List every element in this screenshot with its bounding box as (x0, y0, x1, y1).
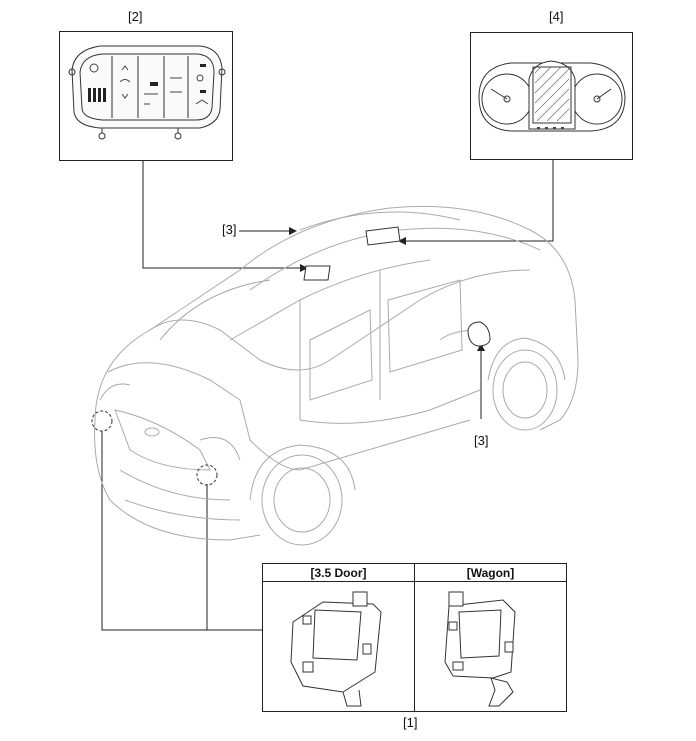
bracket-table: [3.5 Door] [Wagon] (262, 563, 567, 712)
cluster-box (470, 32, 633, 160)
arrow-rear-sensor (289, 227, 297, 235)
switch-panel-illustration (68, 45, 226, 140)
switch-panel-box (59, 31, 233, 161)
switch-panel-location (303, 265, 331, 281)
leader-switch-panel (142, 161, 304, 269)
cluster-illustration (478, 60, 626, 132)
callout-door-sensor: [3] (474, 433, 489, 448)
cluster-location (365, 226, 401, 246)
car-outline (94, 205, 579, 546)
leader-bracket-left (101, 431, 262, 631)
arrow-cluster (398, 237, 406, 245)
bracket-header-wagon: [Wagon] (466, 566, 515, 580)
callout-bracket: [1] (403, 715, 418, 730)
rear-left-sensor-circle (91, 410, 113, 432)
callout-cluster: [4] (549, 9, 564, 24)
arrow-switch-panel (300, 264, 308, 272)
arrow-door-sensor (477, 343, 485, 351)
rear-right-sensor-circle (196, 464, 218, 486)
bracket-illustrations (290, 591, 516, 707)
callout-rear-sensor: [3] (222, 222, 237, 237)
leader-cluster (402, 160, 554, 242)
bracket-header-35door: [3.5 Door] (310, 566, 367, 580)
callout-switch-panel: [2] (128, 9, 143, 24)
door-sensor-location (467, 321, 491, 347)
